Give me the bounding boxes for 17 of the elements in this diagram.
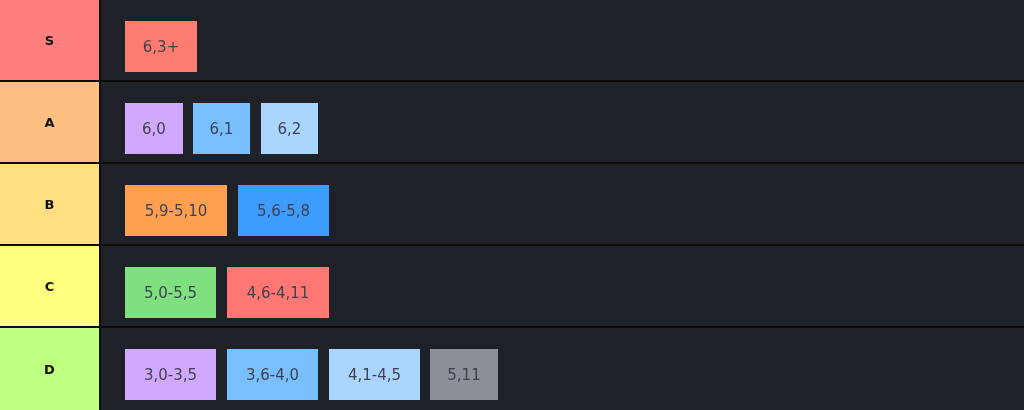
tier-item: 5,6-5,8 xyxy=(238,185,329,236)
tier-item: 3,6-4,0 xyxy=(227,349,318,400)
tier-label: D xyxy=(0,328,99,410)
tier-label: C xyxy=(0,246,99,326)
tier-item: 6,1 xyxy=(193,103,250,154)
tier-item: 6,3+ xyxy=(125,21,197,72)
tier-item: 3,0-3,5 xyxy=(125,349,216,400)
tier-label: S xyxy=(0,0,99,80)
tier-item: 6,0 xyxy=(125,103,183,154)
tier-item: 4,1-4,5 xyxy=(329,349,420,400)
tier-item: 5,0-5,5 xyxy=(125,267,216,318)
tier-item: 5,9-5,10 xyxy=(125,185,227,236)
tier-item: 6,2 xyxy=(261,103,318,154)
tier-label: B xyxy=(0,164,99,244)
tier-label: A xyxy=(0,82,99,162)
tier-item: 4,6-4,11 xyxy=(227,267,329,318)
tier-item: 5,11 xyxy=(430,349,498,400)
